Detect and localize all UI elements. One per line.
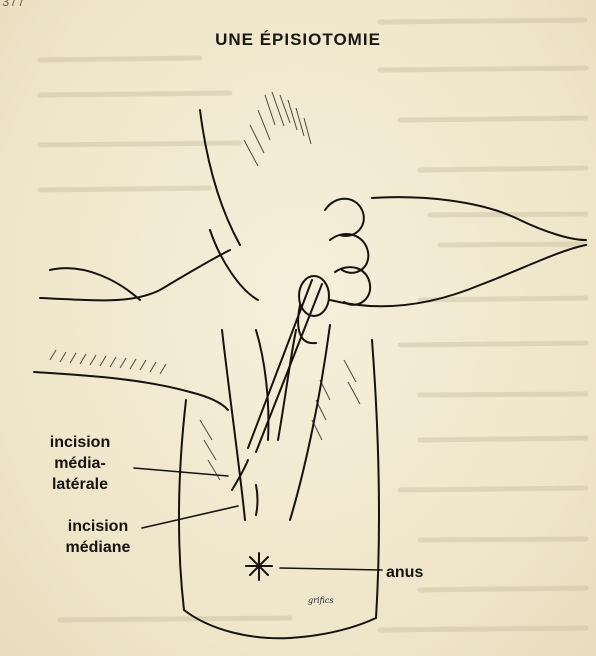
label-median-line2: médiane bbox=[48, 537, 148, 558]
pointer-median bbox=[142, 506, 238, 528]
pointer-anus bbox=[280, 568, 382, 570]
left-arm-inner bbox=[210, 230, 258, 300]
left-leg-contour bbox=[40, 250, 230, 300]
artist-signature: grifics bbox=[308, 596, 333, 605]
median-incision-mark bbox=[256, 485, 258, 515]
label-anus: anus bbox=[386, 562, 423, 583]
label-median-incision: incision médiane bbox=[48, 516, 148, 558]
left-buttock bbox=[179, 400, 186, 610]
pubic-hatching bbox=[244, 92, 311, 166]
left-thigh-lower bbox=[34, 372, 228, 410]
scissors-ring bbox=[299, 276, 329, 316]
perineum-right bbox=[290, 325, 330, 520]
label-median-line1: incision bbox=[48, 516, 148, 537]
label-mediolateral-incision: incision média- latérale bbox=[30, 432, 130, 495]
label-mediolateral-line1: incision bbox=[30, 432, 130, 453]
right-buttock bbox=[372, 340, 379, 618]
lower-right-curve bbox=[290, 618, 376, 638]
head-curl-1 bbox=[325, 199, 364, 236]
label-mediolateral-line3: latérale bbox=[30, 474, 130, 495]
lower-left-curve bbox=[184, 610, 290, 638]
anus-mark bbox=[246, 553, 272, 580]
perineum-left bbox=[222, 330, 245, 520]
left-thigh-hair bbox=[50, 350, 166, 374]
left-leg-outline bbox=[50, 268, 140, 300]
label-mediolateral-line2: média- bbox=[30, 453, 130, 474]
perineum-shading bbox=[200, 360, 360, 480]
right-leg-contour bbox=[372, 197, 586, 240]
left-arm bbox=[200, 110, 240, 245]
mediolateral-incision-mark bbox=[232, 460, 248, 490]
